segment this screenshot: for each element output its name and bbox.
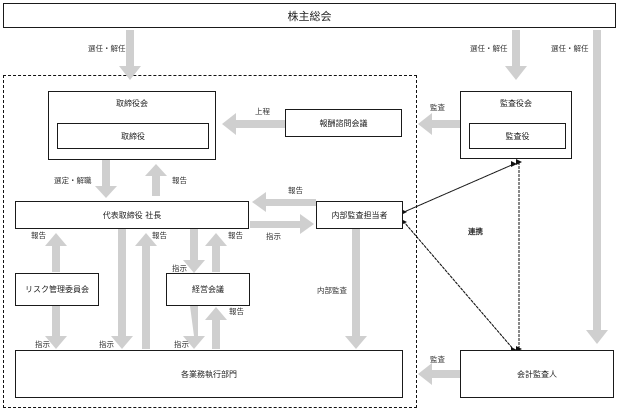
arrow-elect-auditors — [505, 30, 527, 80]
arrow-ceo-to-board — [145, 164, 167, 196]
board-inner-label: 取締役 — [121, 131, 145, 141]
management-meeting-box: 経営会議 — [166, 273, 250, 306]
compensation-committee-box: 報酬諮問会議 — [285, 109, 402, 137]
label-instruct-mgmt: 指示 — [172, 264, 187, 273]
ceo-label: 代表取締役 社長 — [102, 210, 162, 220]
dotted-accounting-ia — [401, 219, 515, 351]
label-report-units: 報告 — [152, 231, 167, 240]
label-cooperation: 連携 — [468, 227, 483, 236]
internal-audit-officer-box: 内部監査担当者 — [316, 201, 403, 229]
arrow-ceo-to-mgmt — [183, 229, 205, 273]
arrow-mgmt-to-ceo — [205, 233, 227, 272]
dotted-auditors-ia — [401, 163, 515, 215]
risk-committee-box: リスク管理委員会 — [15, 273, 99, 306]
board-outer-label: 取締役会 — [116, 99, 148, 108]
label-report-mgmt-units: 報告 — [229, 307, 244, 316]
label-report-mgmt: 報告 — [228, 231, 243, 240]
arrow-units-report-ceo — [135, 233, 157, 349]
label-instruct-risk-units: 指示 — [35, 340, 50, 349]
accounting-auditor-box: 会計監査人 — [460, 350, 614, 398]
accounting-auditor-label: 会計監査人 — [517, 369, 557, 379]
arrow-ceo-instruct-units — [111, 229, 133, 349]
arrow-ia-report-to-ceo — [252, 192, 316, 212]
label-submit: 上程 — [255, 107, 270, 116]
management-meeting-label: 経営会議 — [192, 285, 224, 294]
directors-box: 取締役 — [57, 123, 209, 149]
arrow-audit-board — [418, 113, 460, 135]
arrow-mgmt-instruct-units — [183, 306, 205, 349]
label-instruct-ceo-units: 指示 — [99, 340, 114, 349]
arrow-risk-report-ceo — [45, 233, 67, 272]
label-report-ia: 報告 — [288, 186, 303, 195]
auditors-box: 監査役 — [469, 123, 566, 149]
business-units-label: 各業務執行部門 — [181, 369, 237, 379]
risk-committee-label: リスク管理委員会 — [25, 285, 89, 294]
label-report-risk: 報告 — [31, 231, 46, 240]
arrow-risk-instruct-units — [45, 306, 67, 349]
arrow-compensation-to-board — [222, 113, 285, 135]
ceo-box: 代表取締役 社長 — [15, 201, 249, 229]
arrow-board-to-ceo — [95, 160, 117, 198]
label-appoint: 選定・解職 — [54, 176, 92, 185]
label-elect-accounting: 選任・解任 — [551, 44, 589, 53]
arrow-accounting-audit-units — [418, 363, 460, 385]
label-internal-audit: 内部監査 — [317, 286, 347, 295]
business-units-box: 各業務執行部門 — [15, 350, 403, 398]
arrow-ceo-instruct-ia — [250, 214, 314, 234]
label-instruct-ia: 指示 — [266, 232, 281, 241]
internal-governance-frame — [3, 75, 417, 408]
shareholders-meeting-box: 株主総会 — [3, 3, 616, 28]
compensation-label: 報酬諮問会議 — [319, 118, 368, 128]
arrow-elect-accounting — [586, 30, 608, 344]
label-instruct-mgmt-units: 指示 — [174, 340, 189, 349]
label-elect-auditors: 選任・解任 — [470, 44, 508, 53]
shareholders-meeting-label: 株主総会 — [287, 9, 332, 23]
label-audit-units: 監査 — [430, 355, 445, 364]
auditors-label: 監査役 — [505, 131, 530, 141]
arrow-elect-board — [119, 30, 141, 80]
arrow-units-report-mgmt — [205, 307, 227, 349]
internal-audit-officer-label: 内部監査担当者 — [331, 210, 388, 220]
label-elect-board: 選任・解任 — [88, 44, 126, 53]
label-report-board: 報告 — [172, 176, 187, 185]
arrow-internal-audit — [345, 229, 367, 349]
audit-board-label: 監査役会 — [500, 99, 532, 108]
label-audit-board: 監査 — [430, 103, 445, 112]
